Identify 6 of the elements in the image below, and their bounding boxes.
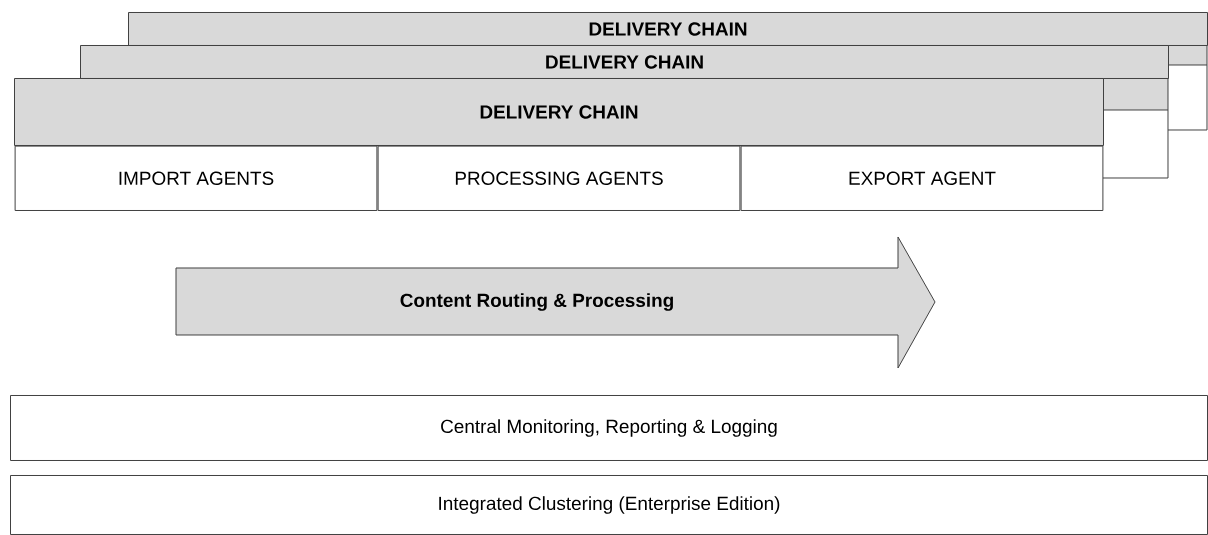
node-label: DELIVERY CHAIN [589,22,747,36]
layer-bar: Central Monitoring, Reporting & Logging [10,395,1208,461]
table-cell: EXPORT AGENT [740,145,1104,211]
table-cell: PROCESSING AGENTS [377,145,741,211]
table-cell: IMPORT AGENTS [14,145,378,211]
layer-bar: Integrated Clustering (Enterprise Edition) [10,475,1208,535]
